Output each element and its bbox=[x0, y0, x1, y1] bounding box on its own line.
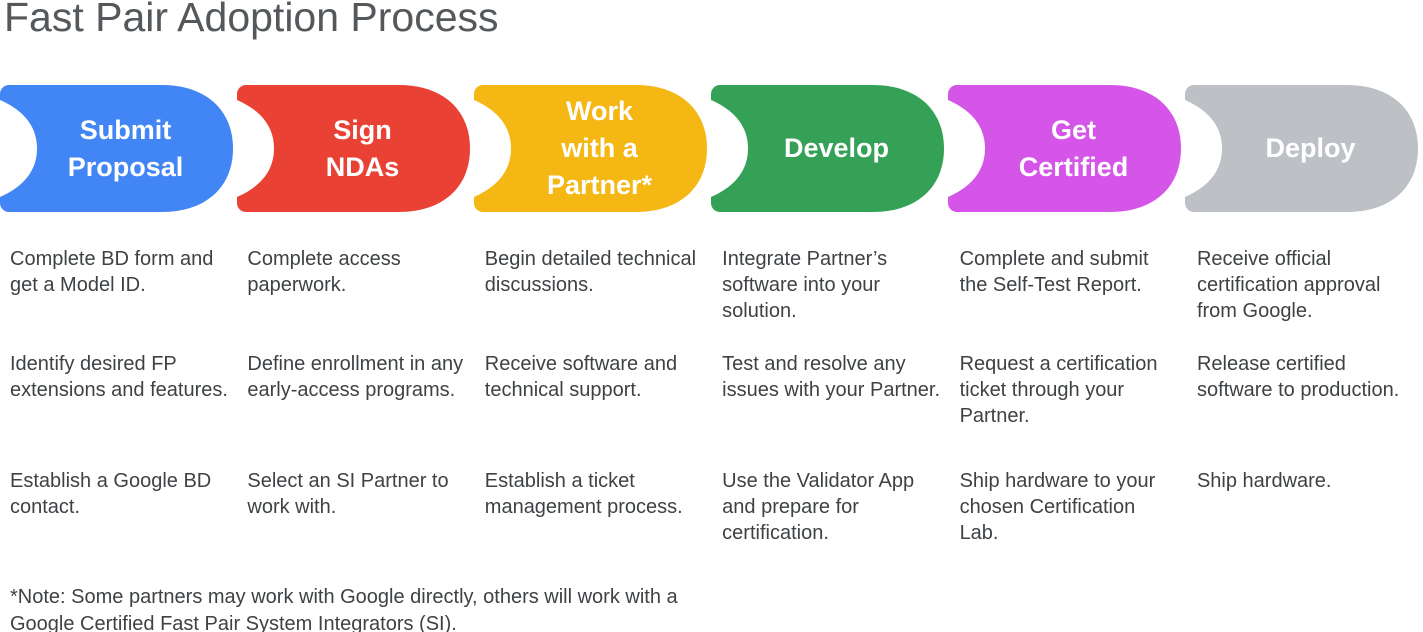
stage-label: Develop bbox=[729, 85, 944, 212]
stage-column-sign-ndas: Complete access paperwork. Define enrollm… bbox=[247, 246, 484, 584]
stage-description: Establish a Google BD contact. bbox=[10, 470, 212, 518]
stage-label-line: Certified bbox=[1018, 151, 1129, 182]
stage-descriptions: Complete BD form and get a Model ID. Iden… bbox=[10, 246, 1423, 584]
stage-work-with-a-partner: Work with a Partner* bbox=[474, 85, 707, 212]
stage-label-line: Work bbox=[565, 96, 633, 126]
stage-deploy: Deploy bbox=[1185, 85, 1418, 212]
stage-label-line: Get bbox=[1050, 114, 1096, 145]
stage-description: Request a certification ticket through y… bbox=[959, 353, 1158, 427]
stage-label-line: Sign bbox=[333, 114, 392, 145]
stage-description: Release certified software to production… bbox=[1196, 353, 1400, 401]
stage-label-line: with a bbox=[561, 133, 638, 163]
stage-description: Receive software and technical support. bbox=[484, 353, 678, 401]
stage-description: Identify desired FP extensions and featu… bbox=[10, 353, 228, 401]
stage-label-line: Proposal bbox=[67, 151, 184, 182]
stage-description: Establish a ticket management process. bbox=[484, 470, 683, 518]
stage-description: Use the Validator App and prepare for ce… bbox=[722, 470, 915, 544]
stage-develop: Develop bbox=[711, 85, 944, 212]
stage-column-deploy: Receive official certification approval … bbox=[1197, 246, 1423, 584]
page-title: Fast Pair Adoption Process bbox=[4, 0, 499, 40]
stage-label-line: Develop bbox=[783, 133, 890, 163]
stage-shape bbox=[474, 85, 707, 212]
stage-column-develop: Integrate Partner’s software into your s… bbox=[722, 246, 959, 584]
stage-description: Select an SI Partner to work with. bbox=[247, 470, 449, 518]
stage-shape bbox=[711, 85, 944, 212]
stage-label-line: Deploy bbox=[1265, 133, 1356, 163]
stage-shape bbox=[0, 85, 233, 212]
stage-shape bbox=[1185, 85, 1418, 212]
stage-label: Work with a Partner* bbox=[492, 85, 707, 212]
stage-column-submit-proposal: Complete BD form and get a Model ID. Iden… bbox=[10, 246, 247, 584]
stage-column-get-certified: Complete and submit the Self-Test Report… bbox=[960, 246, 1197, 584]
stage-description: Begin detailed technical discussions. bbox=[484, 248, 697, 296]
stage-label-line: Submit bbox=[79, 114, 172, 145]
stage-label-line: Partner* bbox=[546, 170, 653, 200]
stage-description: Receive official certification approval … bbox=[1196, 248, 1381, 322]
stage-description: Complete access paperwork. bbox=[247, 248, 401, 296]
stage-shape bbox=[237, 85, 470, 212]
stage-label-line: NDAs bbox=[325, 151, 400, 182]
footnote: *Note: Some partners may work with Googl… bbox=[10, 586, 678, 632]
stage-description: Test and resolve any issues with your Pa… bbox=[722, 353, 941, 401]
stage-column-work-with-a-partner: Begin detailed technical discussions. Rec… bbox=[485, 246, 722, 584]
stage-description: Integrate Partner’s software into your s… bbox=[722, 248, 888, 322]
stage-description: Complete BD form and get a Model ID. bbox=[10, 248, 214, 296]
stage-description: Ship hardware to your chosen Certificati… bbox=[959, 470, 1156, 544]
stage-description: Ship hardware. bbox=[1196, 470, 1332, 492]
stage-description: Complete and submit the Self-Test Report… bbox=[959, 248, 1149, 296]
stage-description: Define enrollment in any early-access pr… bbox=[247, 353, 464, 401]
stage-label: Deploy bbox=[1203, 85, 1418, 212]
stage-shape bbox=[948, 85, 1181, 212]
